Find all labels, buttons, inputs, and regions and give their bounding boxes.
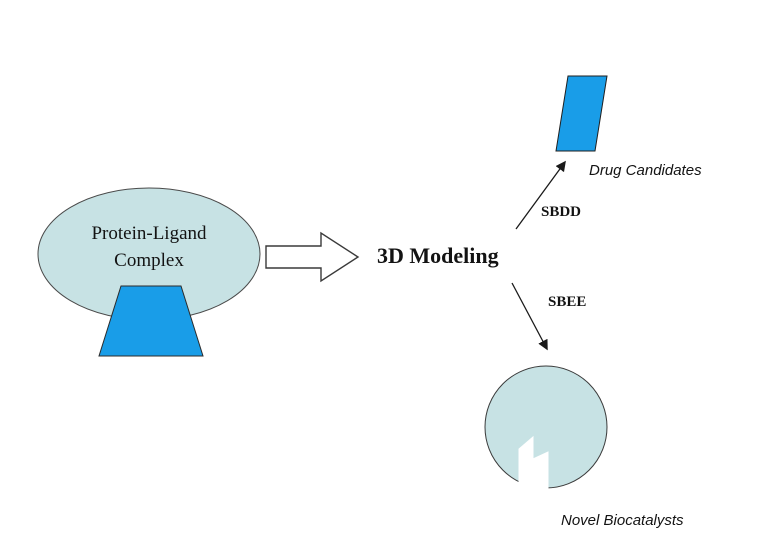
drug-parallelogram [555, 75, 608, 152]
ligand-trapezoid [98, 285, 204, 357]
protein-ligand-label: Protein-Ligand Complex [42, 220, 256, 274]
novel-biocatalysts-label: Novel Biocatalysts [561, 512, 684, 529]
protein-ligand-label-line1: Protein-Ligand [91, 223, 207, 244]
flow-block-arrow [265, 231, 360, 283]
modeling-label: 3D Modeling [377, 243, 499, 268]
sbee-arrow [511, 282, 548, 351]
biocatalyst-notch [518, 435, 549, 493]
sbdd-arrow [515, 160, 566, 230]
drug-candidates-label: Drug Candidates [589, 162, 702, 179]
sbdd-label: SBDD [541, 204, 582, 220]
protein-ligand-label-line2: Complex [114, 250, 184, 271]
sbee-label: SBEE [548, 294, 587, 310]
